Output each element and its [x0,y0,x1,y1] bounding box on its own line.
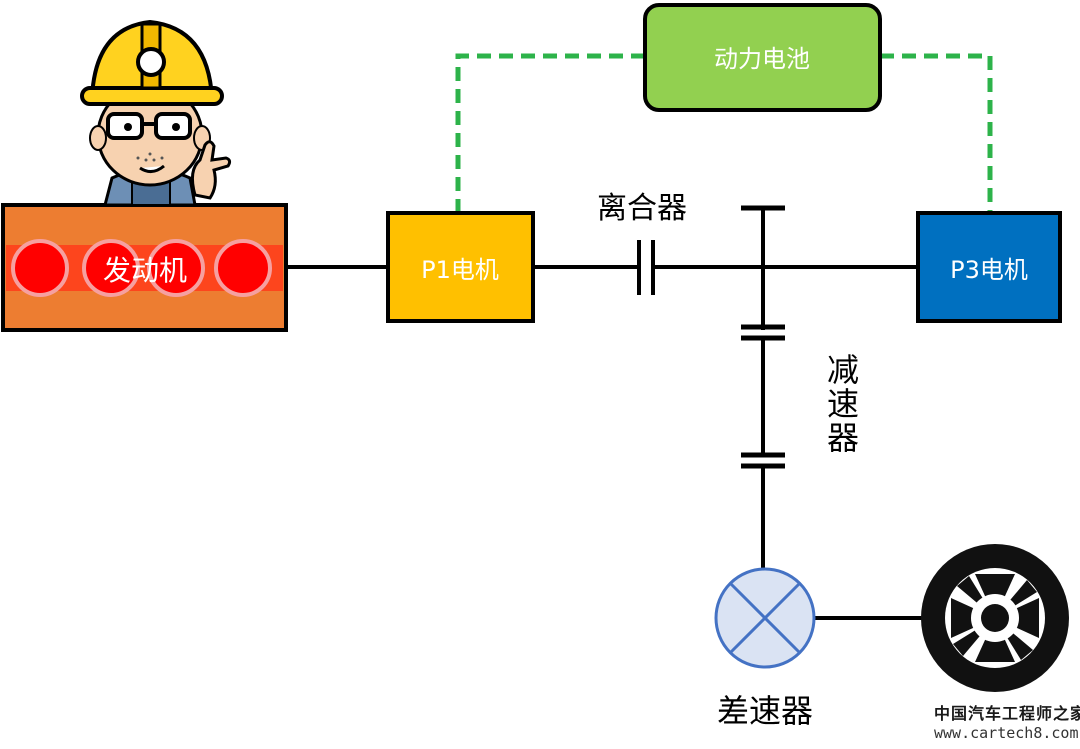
battery-block [643,3,882,112]
engineer-mascot [80,19,232,207]
mascot-headlamp-icon [136,47,166,77]
clutch-label: 离合器 [597,191,687,226]
p1-motor: P1电机 [386,211,535,323]
mascot-pointing-hand [190,140,232,200]
mascot-mouth [139,164,165,173]
battery-label: 动力电池 [714,45,810,73]
watermark-name: 中国汽车工程师之家 [934,704,1080,723]
mascot-ear-left [89,125,107,151]
clutch [637,240,655,295]
p1-motor-block [386,211,535,323]
engine-cylinder-1 [11,239,69,297]
engine-cylinder-2 [82,239,140,297]
reducer-label-char-1: 减 [827,351,859,389]
power-battery: 动力电池 [643,3,882,112]
engine-cylinder-3 [147,239,205,297]
watermark-url: www.cartech8.com [934,724,1079,742]
shafts [286,208,940,620]
p3-motor-label: P3电机 [950,256,1028,284]
wheel-hub [981,604,1009,632]
mascot-helmet-brim [80,86,224,106]
engine: 发动机 [1,203,288,332]
differential-label: 差速器 [717,692,813,730]
reducer-label: 减 速 器 [827,351,859,457]
battery-to-p3-line [880,53,993,213]
p3-motor-block [916,211,1062,323]
reducer-label-char-2: 速 [827,385,859,423]
differential [714,567,816,669]
mascot-eye-right [172,123,180,131]
reducer-label-char-3: 器 [827,419,859,457]
p3-motor: P3电机 [916,211,1062,323]
battery-connections [455,53,993,213]
p1-motor-label: P1电机 [421,256,499,284]
battery-to-p1-line [455,53,645,213]
wheel-icon [921,544,1069,692]
differential-cross-b [728,581,802,655]
engine-cylinder-4 [214,239,272,297]
mascot-stubble [136,152,164,162]
mascot-eye-left [124,123,132,131]
engine-label: 发动机 [103,254,187,287]
reducer-gears [741,205,785,469]
